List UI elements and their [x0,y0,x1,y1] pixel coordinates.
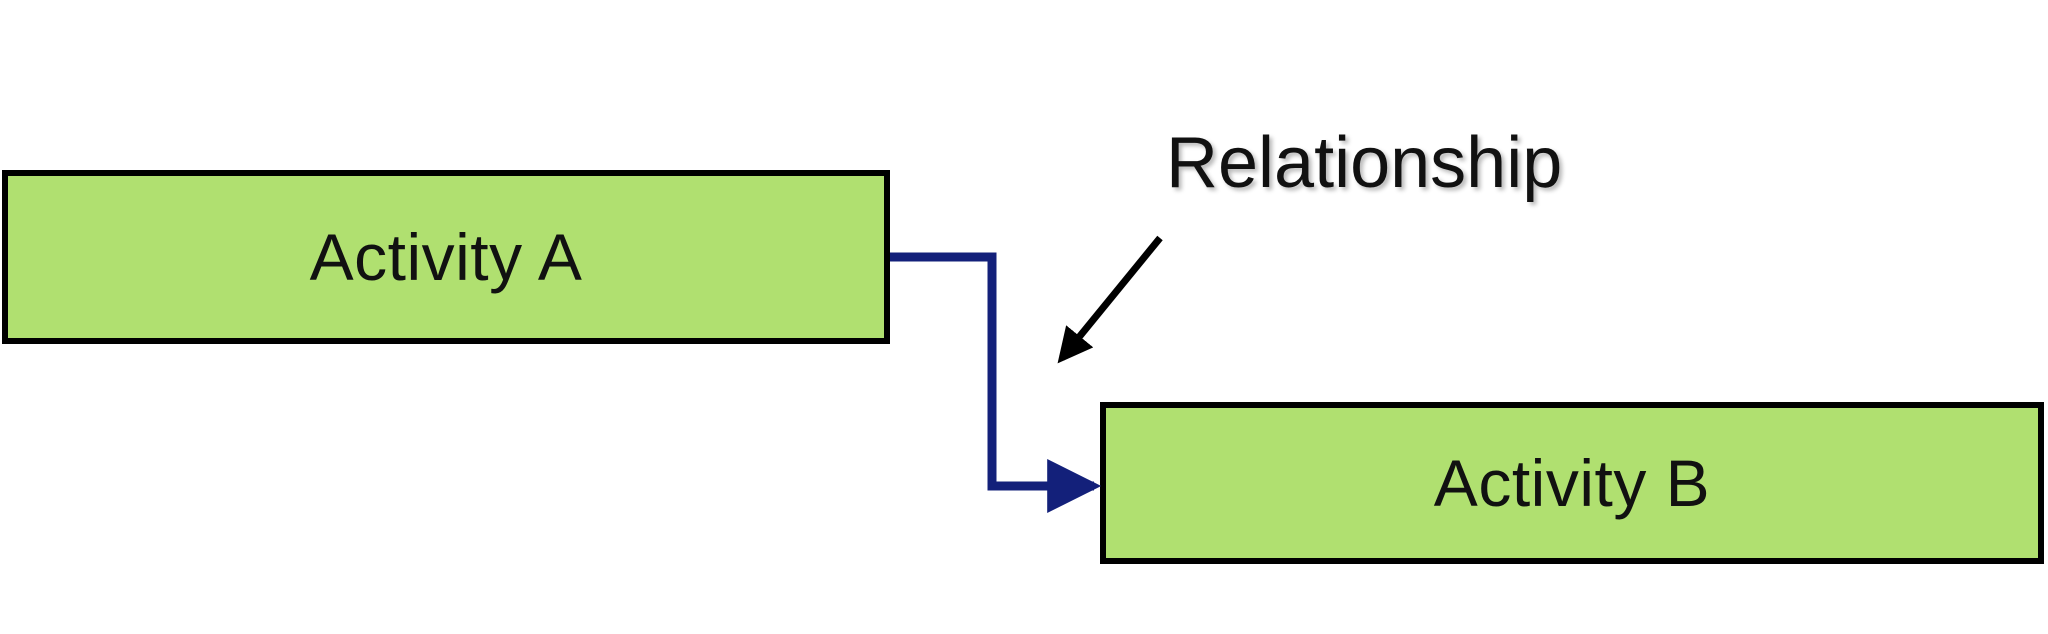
relationship-pointer-arrow [1057,235,1163,364]
activity-a-box: Activity A [2,170,890,344]
relationship-callout-label: Relationship [1166,123,1563,203]
activity-a-label: Activity A [309,220,583,294]
relationship-connector-arrow [890,252,1102,513]
activity-b-box: Activity B [1100,402,2044,564]
activity-b-label: Activity B [1433,446,1711,520]
